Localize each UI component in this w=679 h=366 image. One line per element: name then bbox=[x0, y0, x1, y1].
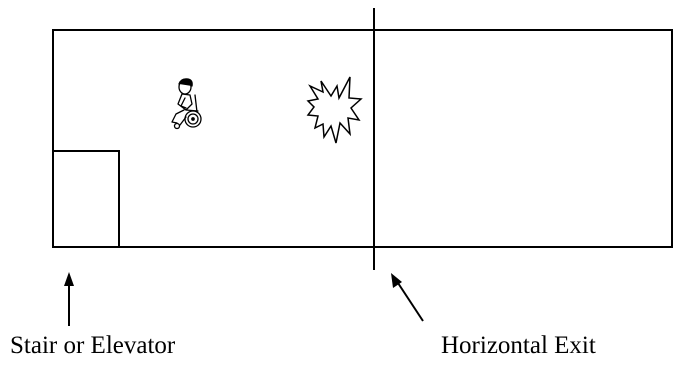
wheelchair-user-icon bbox=[171, 78, 202, 130]
stair-arrow bbox=[64, 272, 74, 326]
building-outline bbox=[52, 29, 673, 248]
stair-elevator-box bbox=[52, 150, 120, 248]
exit-arrow bbox=[391, 273, 424, 322]
horizontal-exit-label: Horizontal Exit bbox=[441, 332, 596, 359]
fire-burst-icon bbox=[306, 76, 363, 144]
stair-or-elevator-label: Stair or Elevator bbox=[10, 332, 176, 359]
